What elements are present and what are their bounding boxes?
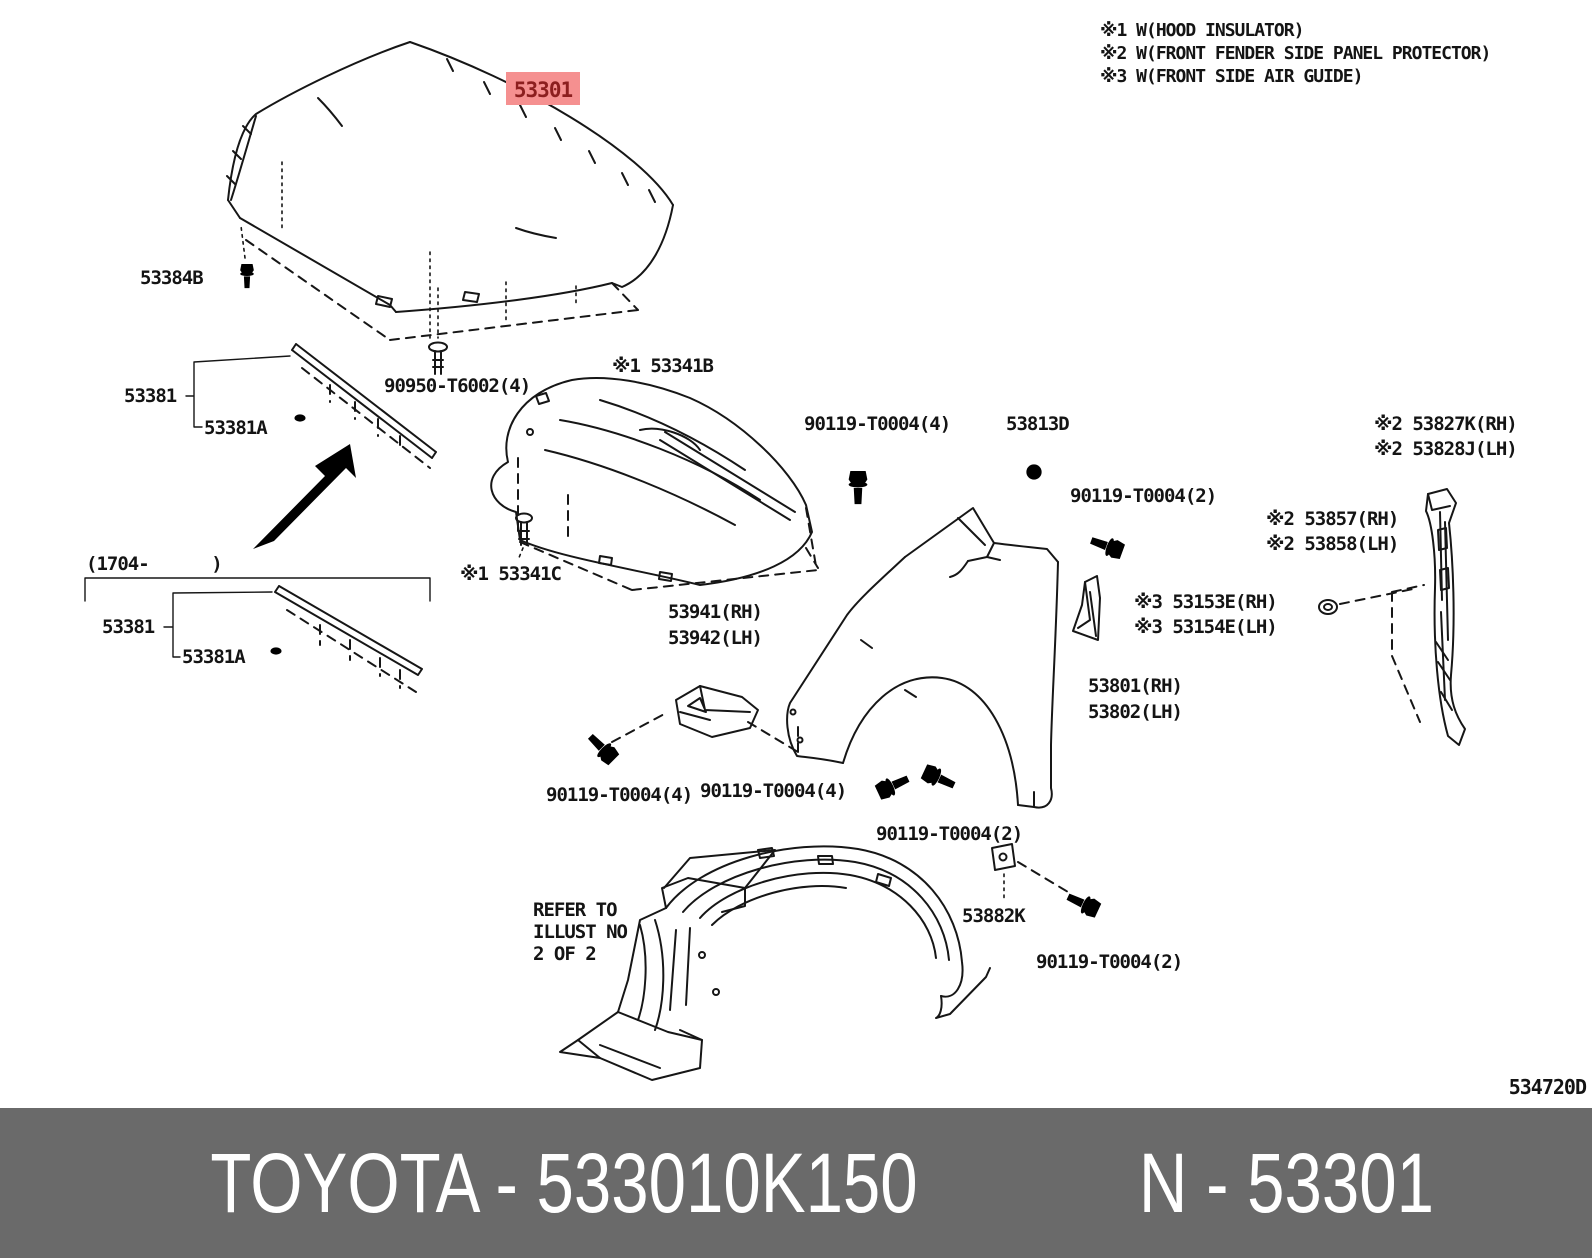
hood-seal-strip-1-drawing [291, 343, 437, 469]
footnote-3: ※3 W(FRONT SIDE AIR GUIDE) [1100, 66, 1362, 87]
footer-part-number: TOYOTA - 533010K150 [209, 1135, 918, 1230]
protector-clip-icon [1318, 587, 1419, 615]
dash-bolt4-a [860, 512, 905, 600]
label-refer-1: REFER TO [533, 899, 617, 921]
hood-panel-drawing [226, 41, 674, 341]
bracket-53381-1 [185, 355, 291, 428]
bolt4-b-icon [583, 729, 621, 767]
label-53381A-2: 53381A [182, 646, 246, 668]
footer-banner: TOYOTA - 533010K150 N - 53301 [0, 1108, 1592, 1258]
air-guide-drawing [1072, 575, 1101, 641]
label-refer-3: 2 OF 2 [533, 943, 596, 965]
hood-seal-strip-2-drawing [274, 585, 423, 693]
label-53381-2: 53381 [102, 616, 155, 638]
diagram-code: 534720D [1509, 1075, 1587, 1099]
label-53301[interactable]: 53301 [514, 78, 574, 102]
front-fender-drawing [786, 507, 1059, 809]
grommet-icon [1026, 464, 1042, 480]
label-53341B: ※1 53341B [612, 355, 714, 377]
label-53153E: ※3 53153E(RH) [1134, 591, 1277, 613]
seal-clip-1-icon [294, 414, 306, 428]
label-53154E: ※3 53154E(LH) [1134, 616, 1277, 638]
leader-53381A-1 [278, 425, 292, 427]
leader-53384B [214, 274, 236, 277]
bolt4-a-icon [848, 470, 868, 505]
footnote-1: ※1 W(HOOD INSULATOR) [1100, 20, 1303, 41]
bolt2-a-icon [1088, 531, 1126, 561]
label-90119-T0004-2-a: 90119-T0004(2) [1070, 485, 1216, 507]
parts-diagram-canvas: 53301 ※1 W(HOOD INSULATOR) ※2 W(FRONT FE… [84, 20, 1588, 1099]
label-90119-T0004-4-c: 90119-T0004(4) [700, 780, 846, 802]
bracket-1704 [84, 577, 431, 602]
bolt2-b-icon [920, 762, 958, 794]
label-90950-T6002: 90950-T6002(4) [384, 375, 530, 397]
footer-reference-number: N - 53301 [1138, 1135, 1434, 1230]
seal-clip-2-icon [270, 647, 282, 661]
label-53882K: 53882K [962, 905, 1026, 927]
dash-bolt2-a [1058, 556, 1090, 566]
label-53827K: ※2 53827K(RH) [1374, 413, 1517, 435]
direction-arrow [253, 444, 356, 549]
label-53857: ※2 53857(RH) [1266, 508, 1398, 530]
bolt4-c-icon [874, 770, 912, 802]
hood-insulator-drawing [490, 377, 819, 591]
label-53813D: 53813D [1006, 413, 1069, 435]
label-53381A-1: 53381A [204, 417, 268, 439]
fender-liner-drawing [559, 845, 991, 1081]
label-53828J: ※2 53828J(LH) [1374, 438, 1517, 460]
label-53858: ※2 53858(LH) [1266, 533, 1398, 555]
label-53802: 53802(LH) [1088, 701, 1182, 723]
footnote-2: ※2 W(FRONT FENDER SIDE PANEL PROTECTOR) [1100, 43, 1490, 64]
label-53942: 53942(LH) [668, 627, 762, 649]
label-53381-1: 53381 [124, 385, 177, 407]
shim-drawing [991, 843, 1069, 903]
leader-53381A-2 [254, 656, 268, 657]
label-refer-2: ILLUST NO [533, 921, 628, 943]
label-53341C: ※1 53341C [460, 563, 562, 585]
bolt2-c-icon [1064, 888, 1102, 920]
side-panel-protector-drawing [1391, 488, 1466, 746]
highlight-box-53301[interactable] [506, 72, 580, 105]
label-90119-T0004-4-b: 90119-T0004(4) [546, 784, 692, 806]
hood-clip-drawing [428, 287, 448, 375]
insulator-clip-drawing [515, 512, 533, 561]
label-53384B: 53384B [140, 267, 203, 289]
hood-bolt-icon [240, 263, 254, 289]
label-90119-T0004-2-b: 90119-T0004(2) [876, 823, 1022, 845]
hood-lock-support-drawing [611, 685, 799, 753]
leader-bolt4-c [848, 789, 866, 791]
label-53801: 53801(RH) [1088, 675, 1182, 697]
label-53941: 53941(RH) [668, 601, 762, 623]
bracket-53381-2 [163, 591, 273, 658]
label-date-range: (1704- ) [86, 553, 222, 575]
label-90119-T0004-2-c: 90119-T0004(2) [1036, 951, 1182, 973]
label-90119-T0004-4-a: 90119-T0004(4) [804, 413, 950, 435]
